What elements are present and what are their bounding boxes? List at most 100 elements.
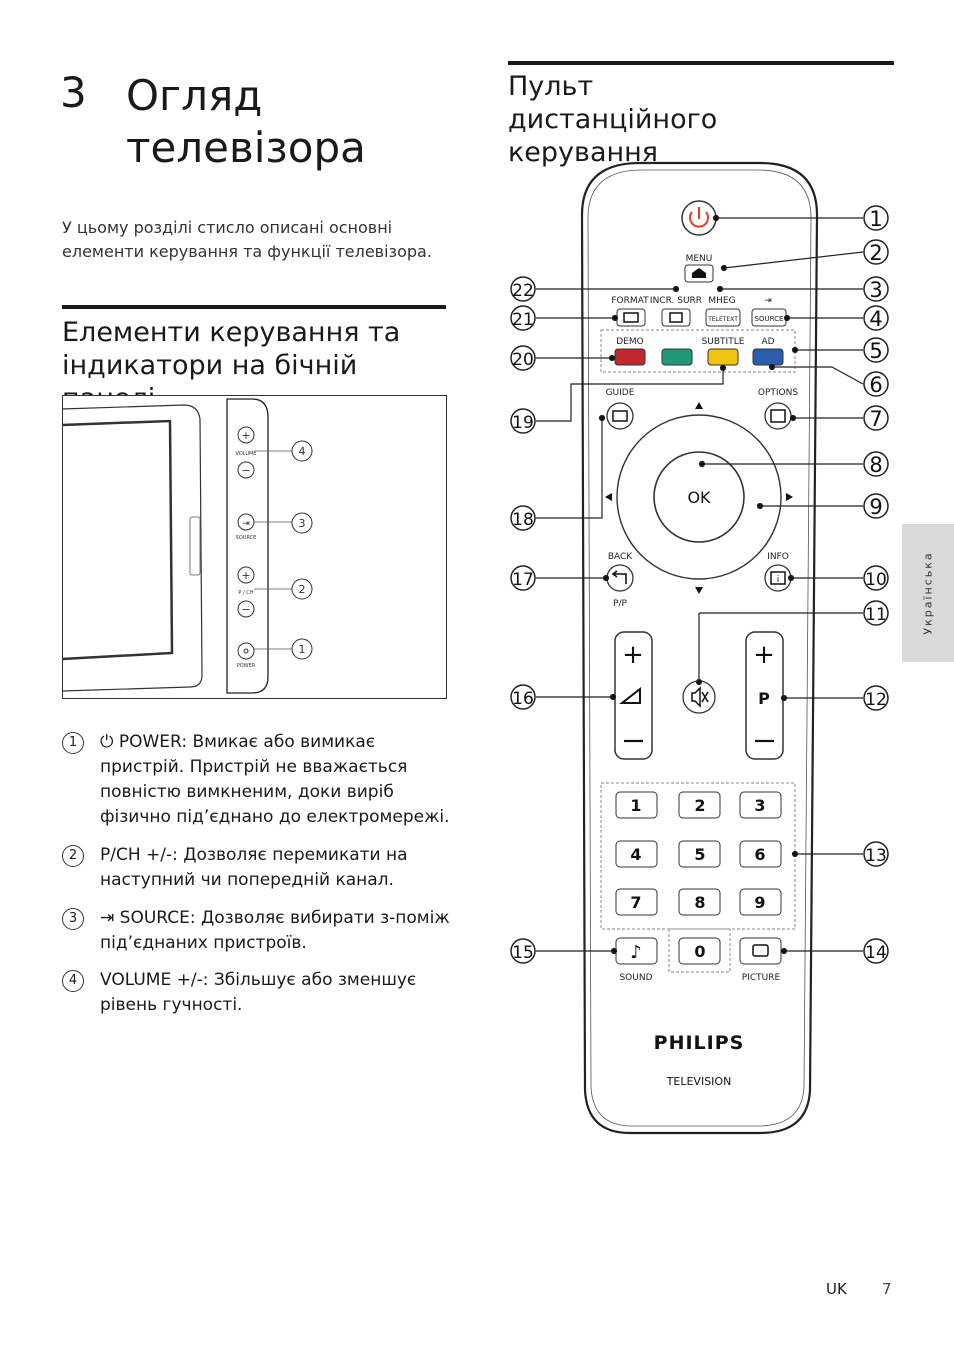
remote-mheg-label: MHEG — [708, 296, 735, 306]
svg-text:+: + — [241, 569, 250, 582]
remote-ok-label: OK — [687, 488, 711, 507]
svg-text:4: 4 — [630, 845, 641, 864]
remote-format-label: FORMAT — [611, 296, 649, 306]
svg-text:⇥: ⇥ — [242, 519, 250, 529]
svg-text:5: 5 — [694, 845, 705, 864]
svg-text:−: − — [241, 603, 250, 616]
svg-text:8: 8 — [869, 453, 882, 477]
svg-text:20: 20 — [512, 350, 534, 370]
svg-text:5: 5 — [869, 339, 882, 363]
remote-subtitle-label: SUBTITLE — [702, 337, 745, 347]
remote-picture-label: PICTURE — [742, 973, 781, 983]
tv-callout-3: 3 — [299, 517, 306, 530]
tv-callout-2: 2 — [299, 583, 306, 596]
green-key — [661, 348, 693, 366]
sound-icon: ♪ — [630, 942, 642, 963]
list-item: 1 ⏻ POWER: Вмикає або вимикає пристрій. … — [62, 730, 452, 830]
section-rule — [62, 305, 446, 309]
page-number: 7 — [882, 1280, 892, 1298]
svg-text:2: 2 — [694, 796, 705, 815]
remote-incr-surr-label: INCR. SURR — [650, 296, 702, 306]
left-arrow-icon — [605, 493, 612, 501]
svg-text:21: 21 — [512, 310, 534, 330]
source-symbol-icon: ⇥ — [100, 908, 120, 928]
remote-info-label: INFO — [767, 552, 789, 562]
brand-logo: PHILIPS — [654, 1032, 745, 1054]
guide-icon — [612, 410, 628, 422]
power-symbol-icon: ⏻ — [100, 732, 119, 752]
svg-text:13: 13 — [865, 846, 887, 866]
remote-menu-label: MENU — [686, 254, 713, 264]
callouts-right: 1 2 3 4 5 6 7 8 9 10 11 12 13 14 — [863, 205, 889, 964]
list-item: 3 ⇥ SOURCE: Дозволяє вибирати з-поміж пі… — [62, 906, 452, 956]
tv-callout-1: 1 — [299, 643, 306, 656]
svg-text:18: 18 — [512, 510, 534, 530]
language-tab-label: Українська — [921, 551, 935, 635]
svg-text:2: 2 — [869, 241, 882, 265]
mute-icon — [691, 686, 709, 708]
remote-pp-label: P/P — [613, 599, 627, 609]
tv-source-label: SOURCE — [236, 535, 257, 541]
ok-button — [653, 451, 745, 543]
power-icon — [689, 207, 709, 228]
info-icon: i — [777, 575, 780, 585]
svg-text:17: 17 — [512, 570, 534, 590]
svg-text:⇥: ⇥ — [764, 296, 772, 306]
list-item: 2 P/CH +/-: Дозволяє перемикати на насту… — [62, 843, 452, 893]
blue-key — [752, 348, 784, 366]
red-key — [614, 348, 646, 366]
remote-teletext-label: TELETEXT — [707, 316, 738, 323]
up-arrow-icon — [695, 402, 703, 409]
tv-side-panel-diagram: + VOLUME − ⇥ SOURCE + P / CH − POWER 4 3… — [62, 395, 447, 699]
chapter-intro: У цьому розділі стисло описані основні е… — [62, 218, 432, 261]
footer-language: UK — [826, 1280, 847, 1298]
svg-text:12: 12 — [865, 690, 887, 710]
volume-icon — [619, 686, 641, 704]
yellow-key — [707, 348, 739, 366]
number-pad: 1 2 3 4 5 6 7 8 9 0 — [615, 791, 782, 965]
remote-guide-label: GUIDE — [606, 388, 635, 398]
options-icon — [770, 409, 786, 423]
svg-text:1: 1 — [630, 796, 641, 815]
svg-text:15: 15 — [512, 943, 534, 963]
svg-text:16: 16 — [512, 689, 534, 709]
remote-heading: Пульт дистанційного керування — [508, 71, 718, 168]
callouts-left: 22 21 20 19 18 17 16 15 — [510, 276, 536, 964]
svg-text:7: 7 — [630, 893, 641, 912]
remote-back-label: BACK — [608, 552, 633, 562]
list-item: 4 VOLUME +/-: Збільшує або зменшує рівен… — [62, 968, 452, 1018]
tv-volume-label: VOLUME — [236, 451, 257, 457]
remote-source-label: SOURCE — [755, 315, 784, 323]
svg-text:+: + — [753, 640, 775, 670]
svg-text:+: + — [622, 640, 644, 670]
svg-text:−: − — [241, 464, 250, 477]
svg-text:3: 3 — [869, 278, 882, 302]
back-icon — [611, 570, 627, 584]
svg-text:11: 11 — [865, 605, 887, 625]
chapter-title: Огляд телевізора — [126, 71, 366, 172]
side-panel-heading: Елементи керування та індикатори на бічн… — [62, 317, 401, 414]
home-icon — [692, 268, 706, 278]
svg-text:+: + — [241, 429, 250, 442]
remote-options-label: OPTIONS — [758, 388, 798, 398]
svg-text:9: 9 — [869, 495, 882, 519]
svg-text:9: 9 — [754, 893, 765, 912]
svg-text:3: 3 — [754, 796, 765, 815]
tv-power-label: POWER — [237, 663, 256, 669]
svg-text:0: 0 — [694, 942, 705, 961]
svg-text:10: 10 — [865, 570, 887, 590]
svg-text:7: 7 — [869, 407, 882, 431]
down-arrow-icon — [695, 587, 703, 594]
remote-control-diagram: MENU FORMAT INCR. SURR MHEG ⇥ TELETEXT S… — [510, 161, 889, 1135]
svg-text:6: 6 — [869, 373, 882, 397]
svg-text:6: 6 — [754, 845, 765, 864]
right-arrow-icon — [786, 493, 793, 501]
svg-text:14: 14 — [865, 943, 887, 963]
svg-text:8: 8 — [694, 893, 705, 912]
section-rule — [508, 61, 894, 65]
language-side-tab: Українська — [902, 524, 954, 662]
tv-pch-label: P / CH — [238, 590, 253, 596]
svg-text:4: 4 — [869, 307, 882, 331]
sub-brand-label: TELEVISION — [666, 1075, 732, 1088]
remote-p-label: P — [758, 689, 770, 708]
